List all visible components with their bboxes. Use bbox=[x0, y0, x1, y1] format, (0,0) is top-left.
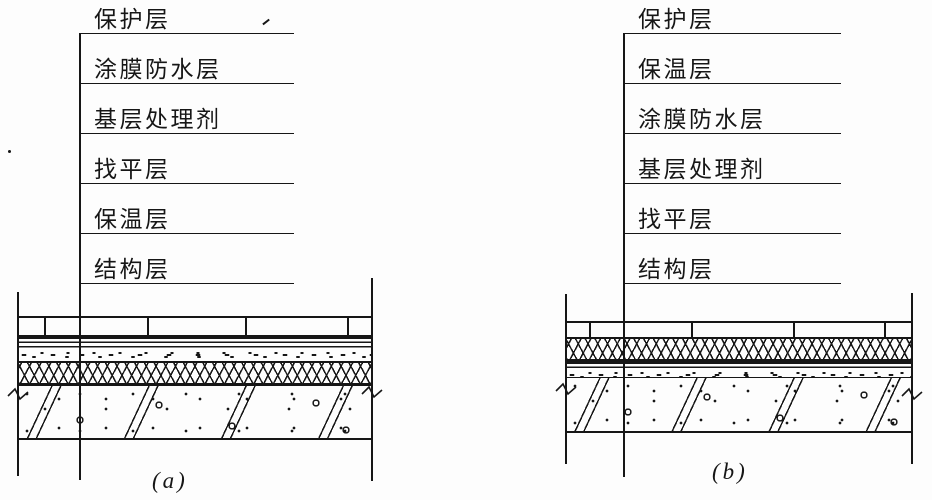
layer-label: 保护层 bbox=[638, 6, 715, 32]
concrete-layer-hatch bbox=[18, 386, 372, 440]
tiles-layer-hatch bbox=[566, 321, 912, 339]
layer-label: 保温层 bbox=[94, 206, 171, 232]
layer-label-row: 基层处理剂 bbox=[79, 105, 294, 134]
layer-label: 找平层 bbox=[638, 206, 715, 232]
concrete-layer-hatch bbox=[566, 378, 912, 433]
section-drawing bbox=[18, 316, 372, 440]
layer-label: 保护层 bbox=[94, 6, 171, 32]
layer-label: 结构层 bbox=[638, 256, 715, 282]
layer-label-row: 保护层 bbox=[79, 5, 294, 34]
caption-b: (b) bbox=[712, 459, 748, 484]
layer-label-row: 涂膜防水层 bbox=[623, 105, 841, 134]
caption-a: (a) bbox=[152, 468, 188, 493]
layer-label: 找平层 bbox=[94, 156, 171, 182]
break-mark-icon bbox=[7, 387, 29, 401]
break-mark-icon bbox=[361, 385, 383, 399]
edge-line-left bbox=[17, 292, 19, 476]
section-drawing bbox=[566, 321, 912, 433]
edge-line-right bbox=[371, 278, 373, 481]
membrane-layer-hatch bbox=[18, 337, 372, 349]
screed-layer-hatch bbox=[566, 369, 912, 378]
layer-label-row: 保温层 bbox=[79, 205, 294, 234]
layer-label-row: 找平层 bbox=[623, 205, 841, 234]
layer-label: 涂膜防水层 bbox=[638, 106, 766, 132]
leader-line bbox=[623, 33, 625, 477]
layer-label-row: 涂膜防水层 bbox=[79, 55, 294, 84]
edge-line-left bbox=[565, 294, 567, 464]
layer-label-row: 结构层 bbox=[79, 255, 294, 284]
layer-label: 基层处理剂 bbox=[638, 156, 766, 182]
layer-label-row: 结构层 bbox=[623, 255, 841, 284]
layer-label: 基层处理剂 bbox=[94, 106, 222, 132]
layer-label-row: 基层处理剂 bbox=[623, 155, 841, 184]
insulation-layer-hatch bbox=[18, 362, 372, 386]
membrane-layer-hatch bbox=[566, 362, 912, 369]
break-mark-icon bbox=[901, 387, 923, 401]
layer-label: 保温层 bbox=[638, 56, 715, 82]
edge-line-right bbox=[911, 293, 913, 464]
layer-label-row: 找平层 bbox=[79, 155, 294, 184]
layer-label-row: 保护层 bbox=[623, 5, 841, 34]
break-mark-icon bbox=[555, 382, 577, 396]
leader-line bbox=[79, 33, 81, 480]
stray-dot-mark bbox=[8, 150, 11, 153]
layer-label-row: 保温层 bbox=[623, 55, 841, 84]
tiles-layer-hatch bbox=[18, 316, 372, 337]
layer-label: 结构层 bbox=[94, 256, 171, 282]
insulation-layer-hatch bbox=[566, 339, 912, 362]
layer-label: 涂膜防水层 bbox=[94, 56, 222, 82]
screed-layer-hatch bbox=[18, 349, 372, 362]
